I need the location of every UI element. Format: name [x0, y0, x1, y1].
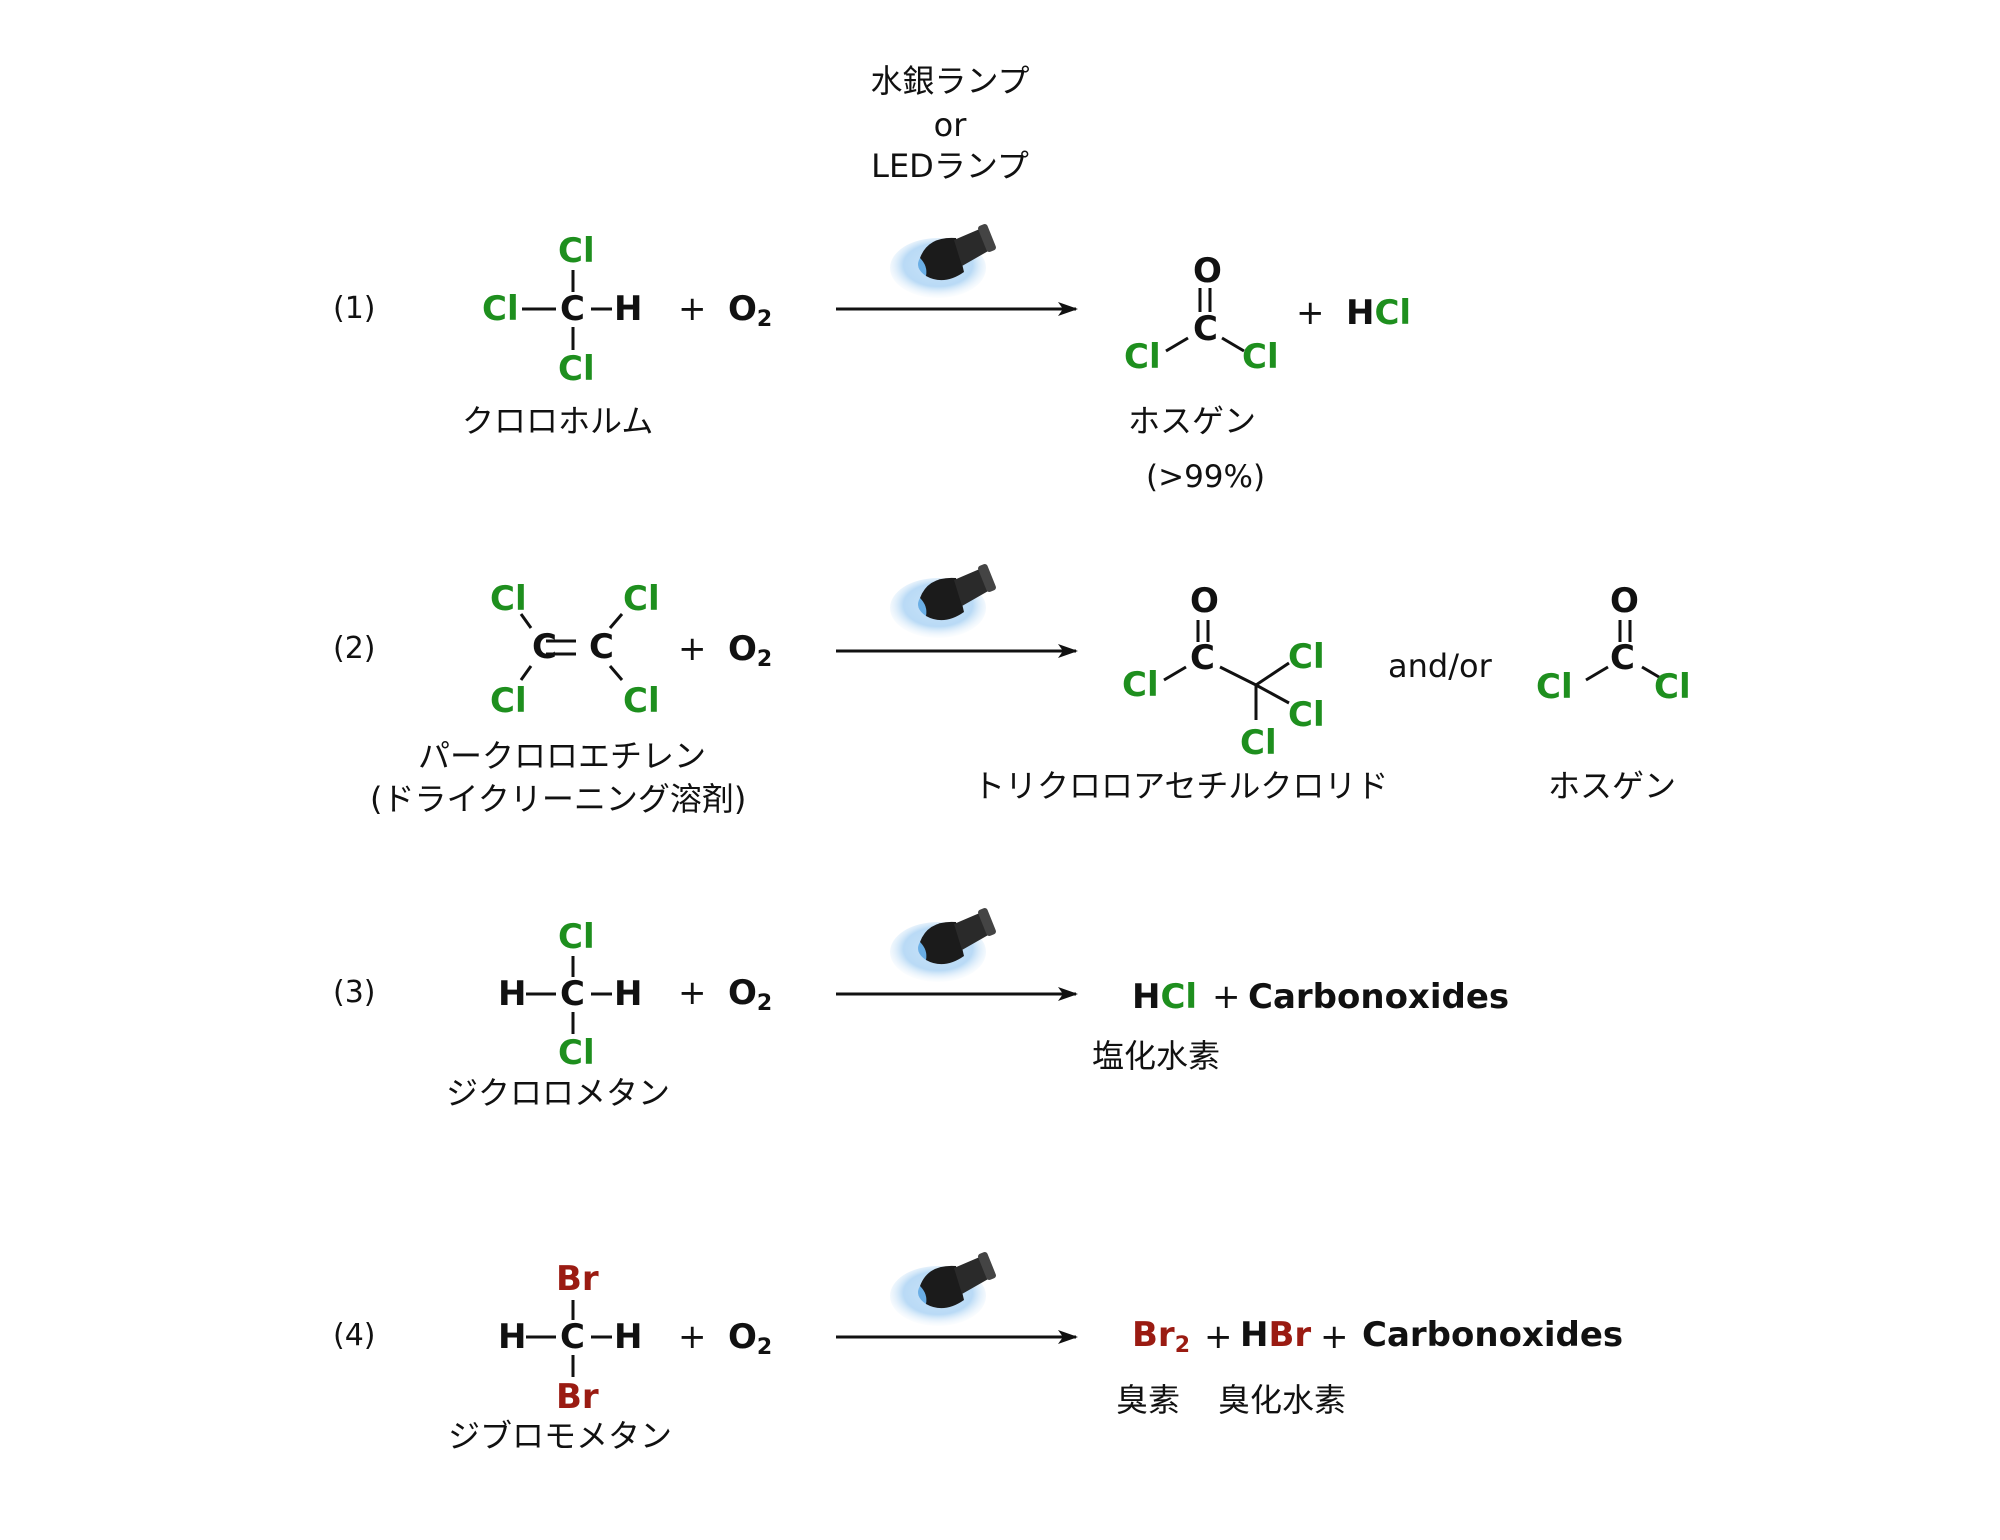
hbr-product: HBr	[1240, 1315, 1312, 1355]
atom-h: H	[498, 1317, 527, 1357]
product-name-4a: 臭素	[1116, 1381, 1181, 1419]
product-name-3: 塩化水素	[1092, 1037, 1221, 1075]
atom-cl: Cl	[1240, 723, 1277, 763]
atom-br: Br	[556, 1377, 599, 1417]
hcl-byproduct: HCl	[1346, 293, 1412, 333]
flashlight-icon	[890, 1251, 997, 1326]
product-name-2a: トリクロロアセチルクロリド	[973, 767, 1389, 805]
atom-cl: Cl	[1124, 337, 1161, 377]
atom-c: C	[589, 627, 614, 667]
atom-c: C	[1190, 638, 1215, 678]
atom-cl: Cl	[558, 349, 595, 389]
atom-cl: Cl	[1288, 695, 1325, 735]
product-name-4b: 臭化水素	[1218, 1381, 1347, 1419]
flashlight-icon	[890, 223, 997, 298]
reaction-number-1: (1)	[333, 291, 376, 326]
atom-cl: Cl	[558, 231, 595, 271]
atom-o: O	[1193, 251, 1222, 291]
atom-c: C	[1193, 309, 1218, 349]
condition-line-3: LEDランプ	[871, 147, 1029, 185]
and-or-connector: and/or	[1388, 647, 1492, 685]
atom-cl: Cl	[1536, 667, 1573, 707]
reactant-name-2-line1: パークロロエチレン	[418, 737, 707, 775]
reaction-number-4: (4)	[333, 1318, 376, 1353]
atom-cl: Cl	[1242, 337, 1279, 377]
atom-c: C	[560, 289, 585, 329]
flashlight-icon	[890, 563, 997, 638]
flashlight-icon	[890, 907, 997, 982]
atom-h: H	[614, 289, 643, 329]
reaction-number-2: (2)	[333, 631, 376, 666]
atom-cl: Cl	[1654, 667, 1691, 707]
carbonoxides-product: Carbonoxides	[1362, 1315, 1624, 1355]
reactant-name-1: クロロホルム	[462, 402, 654, 440]
atom-br: Br	[556, 1259, 599, 1299]
atom-c: C	[532, 627, 557, 667]
plus-sign: +	[678, 1317, 707, 1357]
atom-h: H	[614, 1317, 643, 1357]
condition-line-1: 水銀ランプ	[870, 62, 1030, 100]
atom-cl: Cl	[490, 579, 527, 619]
atom-cl: Cl	[490, 681, 527, 721]
oxygen-molecule: O2	[728, 973, 773, 1016]
plus-sign: +	[1320, 1317, 1349, 1357]
atom-o: O	[1190, 581, 1219, 621]
product-name-2b: ホスゲン	[1548, 767, 1677, 805]
atom-h: H	[614, 974, 643, 1014]
product-name-1: ホスゲン	[1128, 402, 1257, 440]
reactant-name-3: ジクロロメタン	[446, 1074, 671, 1112]
atom-cl: Cl	[558, 917, 595, 957]
atom-cl: Cl	[1122, 665, 1159, 705]
atom-c: C	[560, 1317, 585, 1357]
atom-c: C	[560, 974, 585, 1014]
bromine-product: Br2	[1132, 1315, 1190, 1358]
plus-sign: +	[1212, 977, 1241, 1017]
plus-sign: +	[1296, 293, 1325, 333]
atom-o: O	[1610, 581, 1639, 621]
plus-sign: +	[678, 629, 707, 669]
reactant-name-4: ジブロモメタン	[448, 1417, 673, 1455]
reactant-name-2-line2: (ドライクリーニング溶剤)	[370, 780, 747, 818]
atom-cl: Cl	[482, 289, 519, 329]
reaction-number-3: (3)	[333, 975, 376, 1010]
carbonoxides-product: Carbonoxides	[1248, 977, 1510, 1017]
hcl-product: HCl	[1132, 977, 1198, 1017]
oxygen-molecule: O2	[728, 1317, 773, 1360]
atom-cl: Cl	[1288, 637, 1325, 677]
plus-sign: +	[678, 289, 707, 329]
atom-cl: Cl	[558, 1033, 595, 1073]
condition-line-2: or	[933, 106, 967, 144]
atom-c: C	[1610, 638, 1635, 678]
oxygen-molecule: O2	[728, 289, 773, 332]
atom-h: H	[498, 974, 527, 1014]
plus-sign: +	[678, 973, 707, 1013]
yield-label: (>99%)	[1146, 459, 1266, 495]
atom-cl: Cl	[623, 579, 660, 619]
plus-sign: +	[1204, 1317, 1233, 1357]
atom-cl: Cl	[623, 681, 660, 721]
oxygen-molecule: O2	[728, 629, 773, 672]
